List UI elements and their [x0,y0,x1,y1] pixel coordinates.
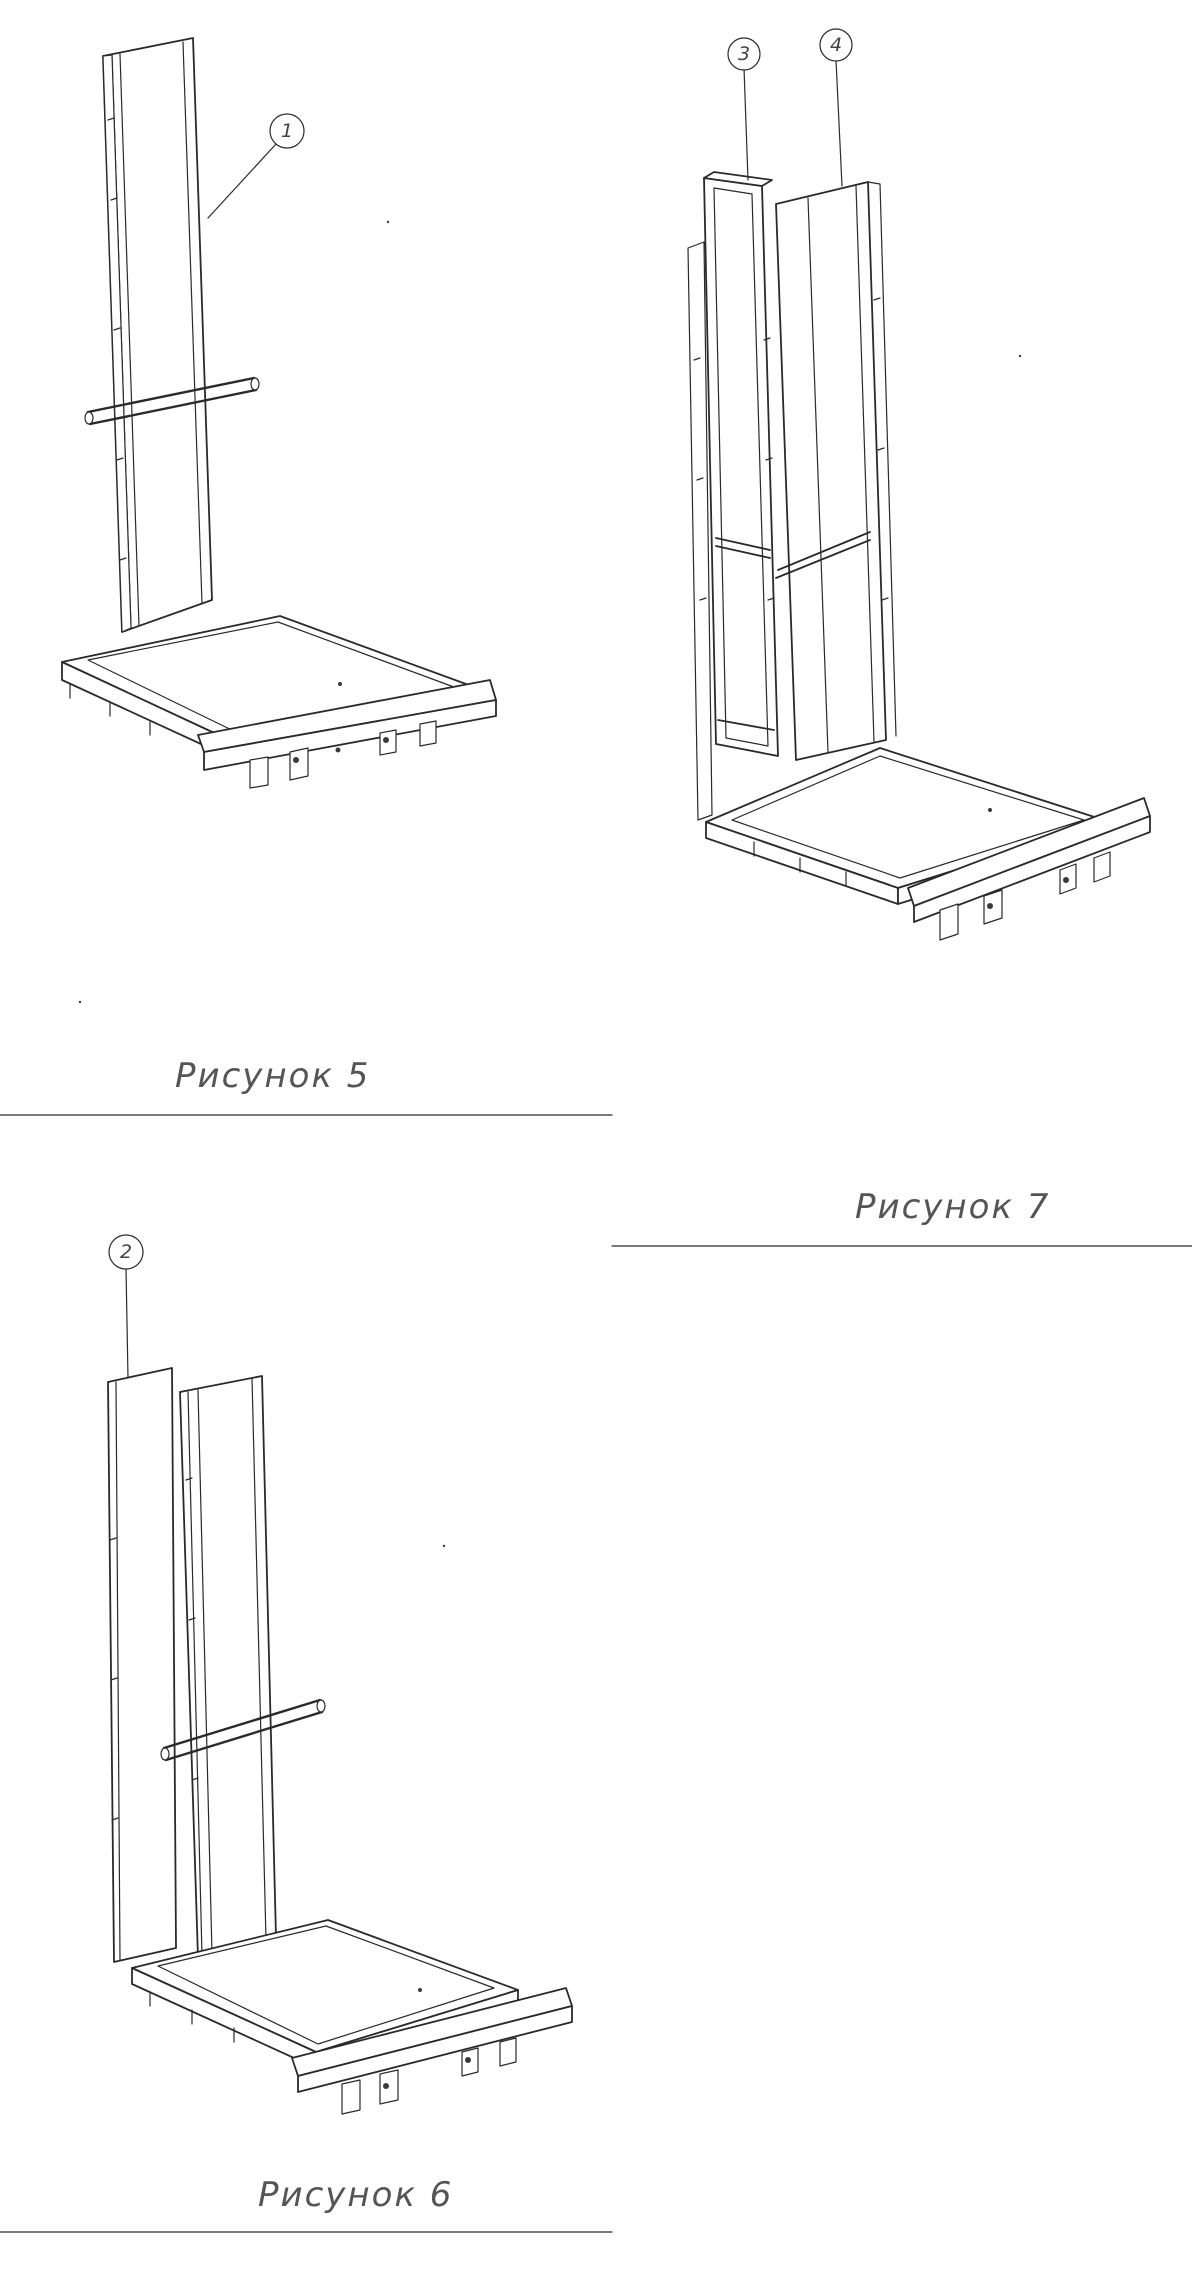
callout-3: 3 [727,37,761,181]
figure-6-caption: Рисунок 6 [258,2175,453,2215]
callout-4: 4 [819,28,853,187]
figure-6-column-panel [179,1375,277,1959]
figure-7-base-platform [705,747,1151,941]
figure-7-caption: Рисунок 7 [855,1187,1050,1227]
callout-1-label: 1 [281,120,293,142]
figure-5-crossbar [84,376,260,426]
callout-1: 1 [207,113,305,219]
figure-7-back-panel [775,181,897,761]
figure-6-crossbar [160,1698,326,1762]
scan-specks [78,220,1022,1548]
figure-7: 3 4 Рисунок 7 [611,28,1192,1247]
figure-6-base-platform [131,1919,573,2115]
figure-5: 1 Рисунок 5 [0,37,613,1116]
figure-7-side-frame [687,171,779,821]
figure-5-caption: Рисунок 5 [175,1056,370,1096]
figure-6-loose-panel [107,1367,177,1963]
figure-6: 2 Рисунок 6 [0,1234,613,2233]
figure-5-base-platform [61,615,497,789]
callout-2-label: 2 [120,1241,132,1263]
callout-3-label: 3 [738,43,750,65]
figure-5-column-panel [102,37,213,633]
callout-2: 2 [108,1234,144,1379]
callout-4-label: 4 [830,34,842,56]
